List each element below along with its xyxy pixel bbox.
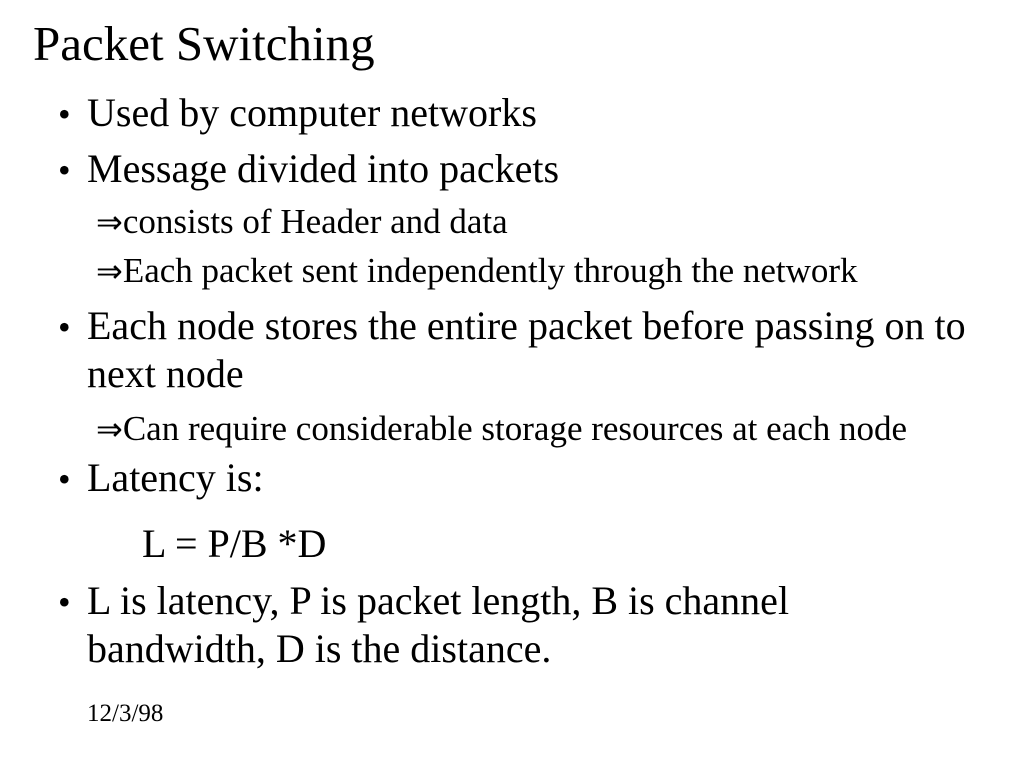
bullet-text: Each node stores the entire packet befor… [87,303,966,396]
bullet-dot-icon: • [58,150,71,190]
sub-bullet-text: Each packet sent independently through t… [122,251,858,290]
sub-bullet-text: Can require considerable storage resourc… [122,409,908,448]
bullet-item: • Message divided into packets [58,145,559,194]
latency-formula: L = P/B *D [142,521,327,566]
bullet-text: Latency is: [87,455,264,500]
bullet-item: • Latency is: [58,454,264,503]
bullet-item: • Used by computer networks [58,89,537,138]
bullet-item: • Each node stores the entire packet befo… [58,302,966,398]
bullet-text: Used by computer networks [87,90,537,135]
bullet-dot-icon: • [58,307,71,347]
sub-bullet-text: consists of Header and data [122,202,508,241]
sub-bullet-item: ⇒Can require considerable storage resour… [96,408,907,450]
double-arrow-icon: ⇒ [96,410,123,448]
bullet-dot-icon: • [58,94,71,134]
bullet-item: • L is latency, P is packet length, B is … [58,577,789,673]
sub-bullet-item: ⇒Each packet sent independently through … [96,250,858,292]
bullet-dot-icon: • [58,459,71,499]
sub-bullet-item: ⇒consists of Header and data [96,201,508,243]
double-arrow-icon: ⇒ [96,203,123,241]
bullet-dot-icon: • [58,582,71,622]
bullet-text: L is latency, P is packet length, B is c… [87,578,790,671]
slide-date: 12/3/98 [87,700,164,727]
double-arrow-icon: ⇒ [96,252,123,290]
bullet-text: Message divided into packets [87,146,560,191]
slide-title: Packet Switching [33,16,375,71]
